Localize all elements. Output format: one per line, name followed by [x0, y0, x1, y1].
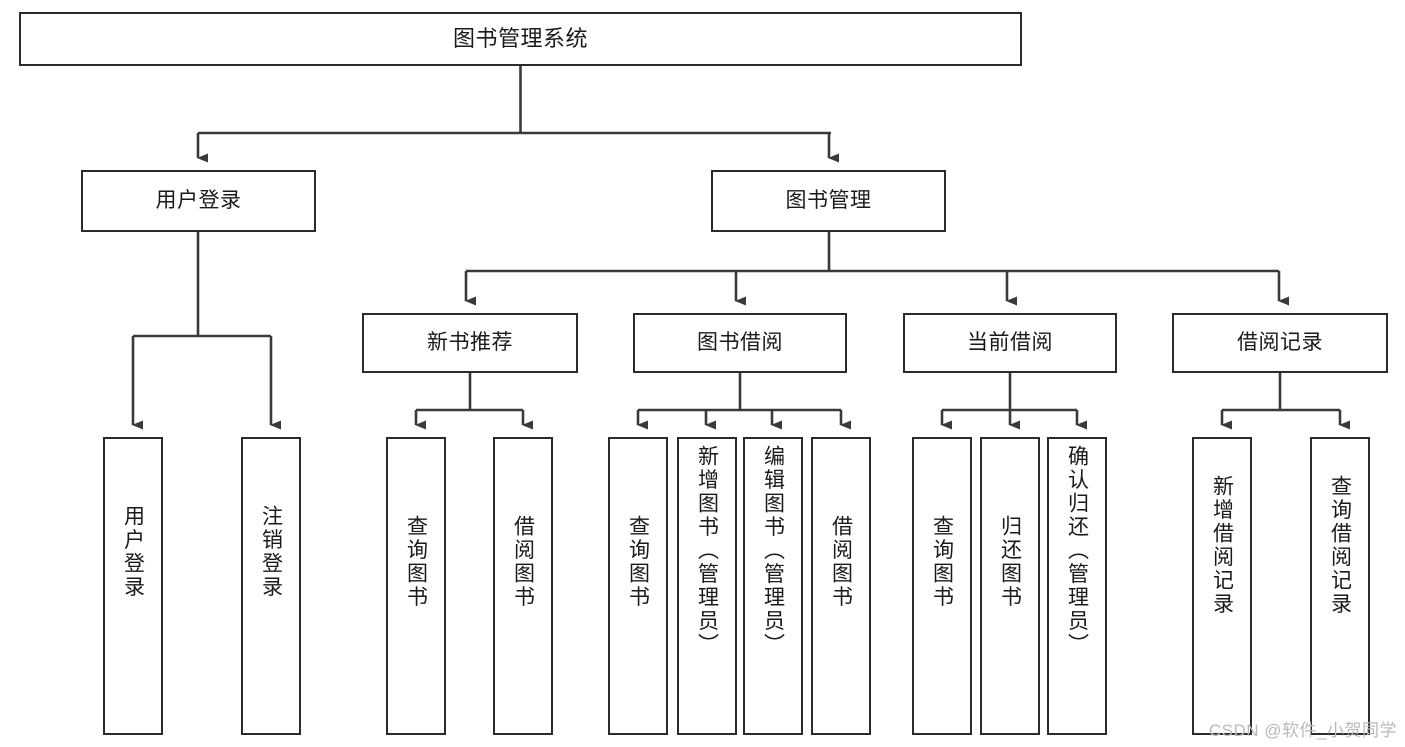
node-new-book-recommend[interactable]: 新书推荐 — [362, 313, 578, 373]
node-book-management-label: 图书管理 — [785, 188, 872, 212]
node-root-system[interactable]: 图书管理系统 — [19, 12, 1022, 66]
node-leaf-new-book-query[interactable]: 查询图书 — [386, 437, 446, 735]
node-user-login-label: 用户登录 — [155, 188, 242, 212]
node-book-borrow[interactable]: 图书借阅 — [633, 313, 847, 373]
node-book-borrow-label: 图书借阅 — [697, 330, 783, 354]
node-user-login[interactable]: 用户登录 — [81, 170, 316, 232]
node-leaf-user-login-logout[interactable]: 注销登录 — [241, 437, 301, 735]
node-leaf-book-borrow-add-label: 新增图书（管理员） — [695, 445, 719, 657]
node-leaf-new-book-query-label: 查询图书 — [404, 515, 428, 609]
node-leaf-borrow-record-query-label: 查询借阅记录 — [1328, 475, 1352, 616]
node-leaf-borrow-record-add[interactable]: 新增借阅记录 — [1192, 437, 1252, 735]
node-current-borrow[interactable]: 当前借阅 — [903, 313, 1117, 373]
node-root-system-label: 图书管理系统 — [452, 26, 588, 52]
node-current-borrow-label: 当前借阅 — [967, 330, 1053, 354]
node-leaf-book-borrow-edit[interactable]: 编辑图书（管理员） — [743, 437, 803, 735]
node-leaf-current-borrow-query-label: 查询图书 — [930, 515, 954, 609]
node-leaf-book-borrow-edit-label: 编辑图书（管理员） — [761, 445, 785, 657]
node-leaf-book-borrow-add[interactable]: 新增图书（管理员） — [677, 437, 737, 735]
node-leaf-book-borrow-borrow[interactable]: 借阅图书 — [811, 437, 871, 735]
node-leaf-current-borrow-confirm[interactable]: 确认归还（管理员） — [1047, 437, 1107, 735]
node-leaf-current-borrow-confirm-label: 确认归还（管理员） — [1065, 445, 1089, 657]
node-leaf-current-borrow-return[interactable]: 归还图书 — [980, 437, 1040, 735]
node-leaf-borrow-record-add-label: 新增借阅记录 — [1210, 475, 1234, 616]
node-leaf-borrow-record-query[interactable]: 查询借阅记录 — [1310, 437, 1370, 735]
node-leaf-user-login-login[interactable]: 用户登录 — [103, 437, 163, 735]
node-leaf-user-login-login-label: 用户登录 — [121, 505, 145, 599]
csdn-watermark: CSDN @软件_小贺同学 — [1208, 721, 1397, 740]
node-leaf-book-borrow-query[interactable]: 查询图书 — [608, 437, 668, 735]
node-leaf-book-borrow-query-label: 查询图书 — [626, 515, 650, 609]
node-leaf-new-book-borrow-label: 借阅图书 — [511, 515, 535, 609]
node-book-management[interactable]: 图书管理 — [711, 170, 946, 232]
node-leaf-new-book-borrow[interactable]: 借阅图书 — [493, 437, 553, 735]
node-borrow-record[interactable]: 借阅记录 — [1172, 313, 1388, 373]
node-leaf-user-login-logout-label: 注销登录 — [259, 505, 283, 599]
node-new-book-recommend-label: 新书推荐 — [427, 330, 513, 354]
node-leaf-book-borrow-borrow-label: 借阅图书 — [829, 515, 853, 609]
node-leaf-current-borrow-query[interactable]: 查询图书 — [912, 437, 972, 735]
node-leaf-current-borrow-return-label: 归还图书 — [998, 515, 1022, 609]
node-borrow-record-label: 借阅记录 — [1237, 330, 1323, 354]
